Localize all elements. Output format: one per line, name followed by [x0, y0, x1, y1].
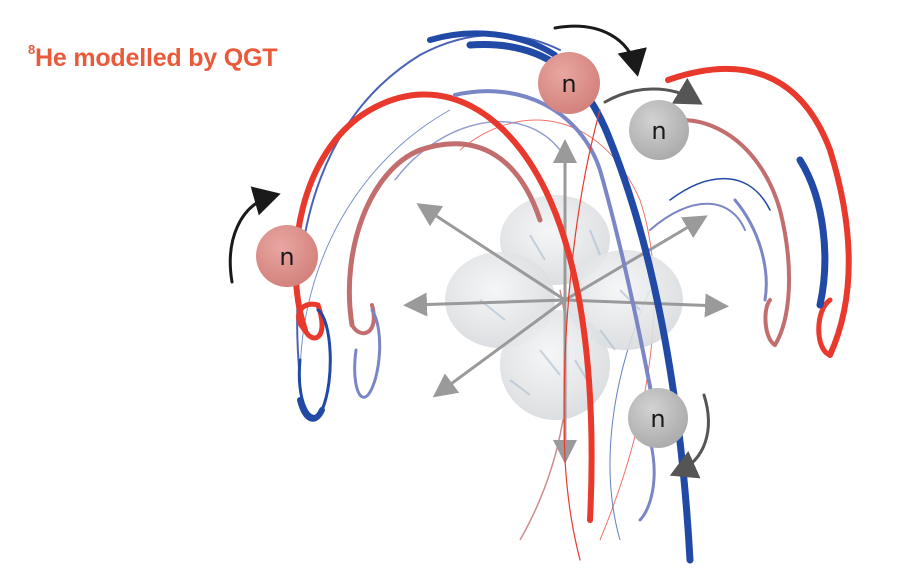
motion-arrow-top-right — [603, 77, 703, 105]
orbit-red-right — [665, 66, 852, 358]
orbit-muted-red-right — [638, 118, 792, 347]
orbit-muted-red — [346, 141, 543, 328]
motion-arrows — [228, 24, 710, 479]
node-label: n — [651, 117, 666, 145]
node-n2: n — [538, 52, 600, 114]
axes — [403, 139, 729, 464]
title-text: He modelled by QGT — [35, 44, 278, 72]
mass-number: 8 — [28, 41, 36, 57]
motion-arrow-left — [228, 186, 281, 284]
motion-arrow-bottom-right — [669, 393, 710, 479]
orbit-red-left — [292, 91, 595, 523]
diagram-title: 8He modelled by QGT — [28, 41, 278, 73]
node-n1: n — [256, 225, 318, 287]
node-label: n — [650, 405, 665, 433]
node-n4: n — [628, 388, 688, 448]
node-label: n — [561, 70, 576, 98]
node-label: n — [279, 243, 294, 271]
node-n3: n — [629, 100, 689, 160]
motion-arrow-top — [553, 24, 647, 77]
